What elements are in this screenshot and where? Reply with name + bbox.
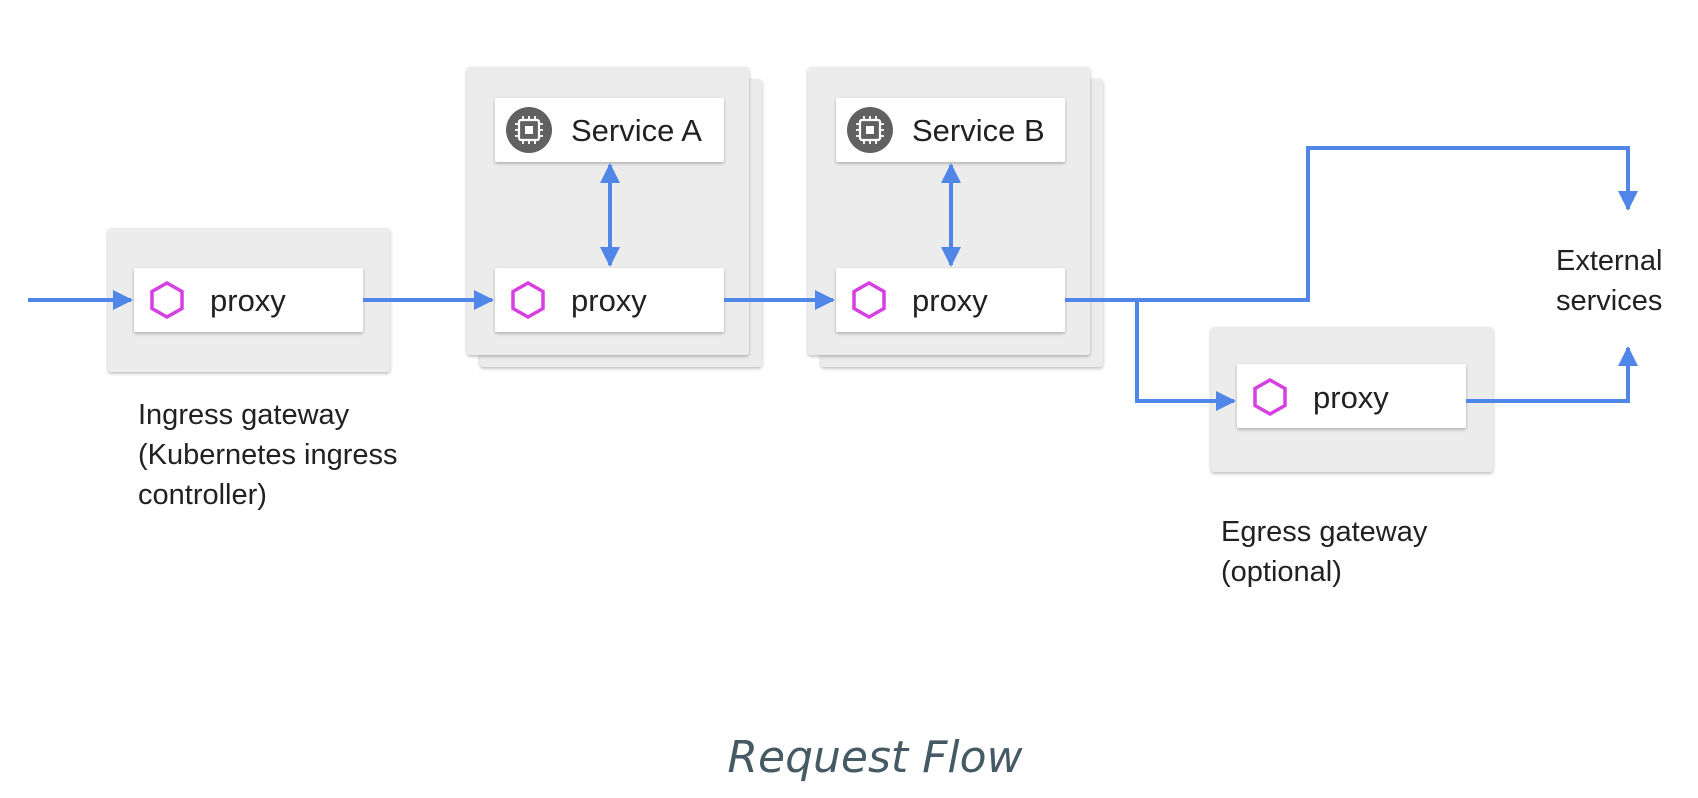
arrow-egress-to-external [1466,346,1638,403]
diagram-caption: Request Flow [727,732,1023,783]
service-a-box: Service A [495,98,724,162]
service-b-proxy-label: proxy [912,283,988,318]
arrow-to-external-direct [1065,146,1638,302]
service-a-proxy-label: proxy [571,283,647,318]
service-a-proxy-box: proxy [495,268,724,332]
egress-proxy-box: proxy [1237,364,1466,428]
service-b-box: Service B [836,98,1065,162]
service-a-label: Service A [571,113,702,148]
ingress-gateway-pod: proxy [108,228,390,372]
chip-icon [847,107,893,153]
external-services-label: External services [1556,245,1670,317]
hexagon-icon [1253,377,1287,417]
flow-arrows [28,146,1638,411]
service-b-proxy-box: proxy [836,268,1065,332]
service-b-pod: Service B proxy [808,67,1103,367]
ingress-gateway-label: Ingress gateway (Kubernetes ingress cont… [138,399,406,511]
service-a-pod: Service A proxy [467,67,762,367]
ingress-proxy-label: proxy [210,283,286,318]
hexagon-icon [150,280,184,320]
service-b-label: Service B [912,113,1045,148]
egress-gateway-label: Egress gateway (optional) [1221,516,1435,588]
hexagon-icon [511,280,545,320]
arrow-to-egress [1135,300,1236,411]
egress-proxy-label: proxy [1313,380,1389,415]
egress-gateway-pod: proxy [1211,327,1493,472]
hexagon-icon [852,280,886,320]
ingress-proxy-box: proxy [134,268,363,332]
chip-icon [506,107,552,153]
